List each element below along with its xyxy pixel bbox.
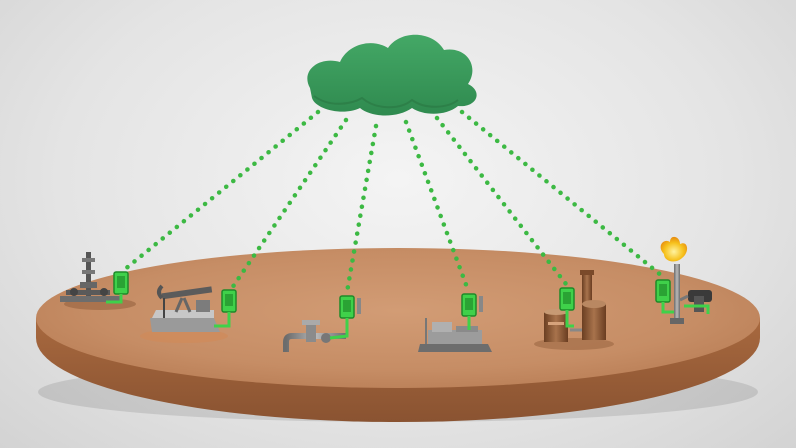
cloud-links [121,109,665,295]
iot-sensor-tank-battery [559,287,575,328]
link-compressor-skid [403,119,471,293]
cloud-icon [307,34,477,116]
iot-sensor-flare-stack [655,279,710,314]
wellhead-icon [60,252,136,310]
tank-battery-icon [534,270,614,350]
iot-sensor-pipeline-valve [329,295,361,340]
iot-sensor-wellhead [106,271,129,304]
compressor-skid-icon [418,318,492,352]
iot-sensor-pumpjack [214,289,237,328]
pipeline-valve-icon [283,320,346,352]
link-tank-battery [434,115,569,287]
link-flare-stack [459,109,665,279]
link-pumpjack [229,117,349,291]
pumpjack-icon [140,284,228,343]
link-pipeline-valve [344,123,379,295]
platform-top [36,248,760,388]
iot-sensor-compressor-skid [461,293,483,330]
link-wellhead [121,109,321,273]
flare-stack-icon [660,236,712,324]
